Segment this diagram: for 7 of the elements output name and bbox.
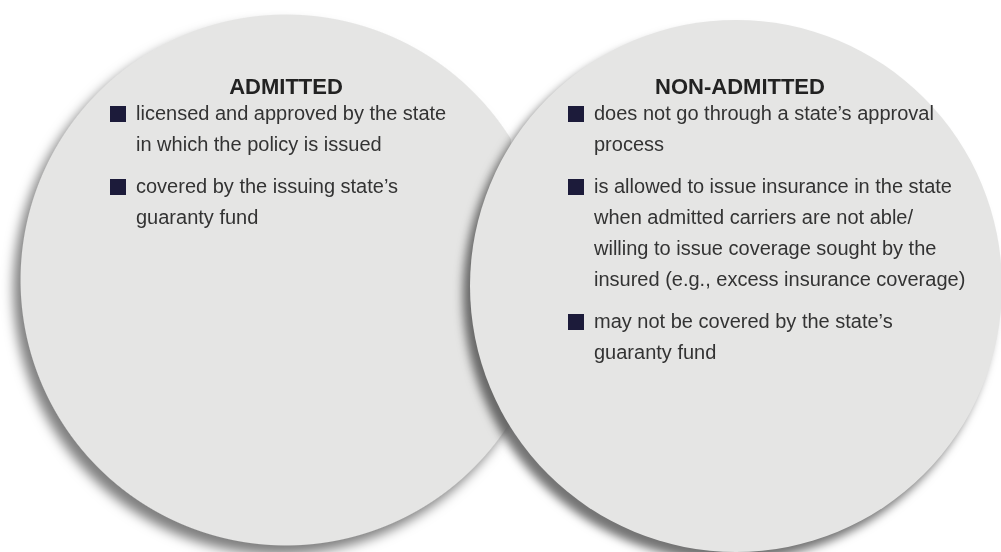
column-heading: NON-ADMITTED xyxy=(655,74,825,100)
bullet-text: is allowed to issue insurance in the state when admitted carriers are not able/ willing to issue coverage sought by the insured (e.g., excess insurance coverage) xyxy=(594,175,966,290)
column-heading: ADMITTED xyxy=(229,74,343,100)
bullet-text: may not be covered by the state’s guaranty fund xyxy=(594,310,893,363)
bullet-text: does not go through a state’s approval process xyxy=(594,102,934,155)
bullet-text: covered by the issuing state’s guaranty fund xyxy=(136,175,398,228)
bullet-text: licensed and approved by the state in which the policy is issued xyxy=(136,102,447,155)
